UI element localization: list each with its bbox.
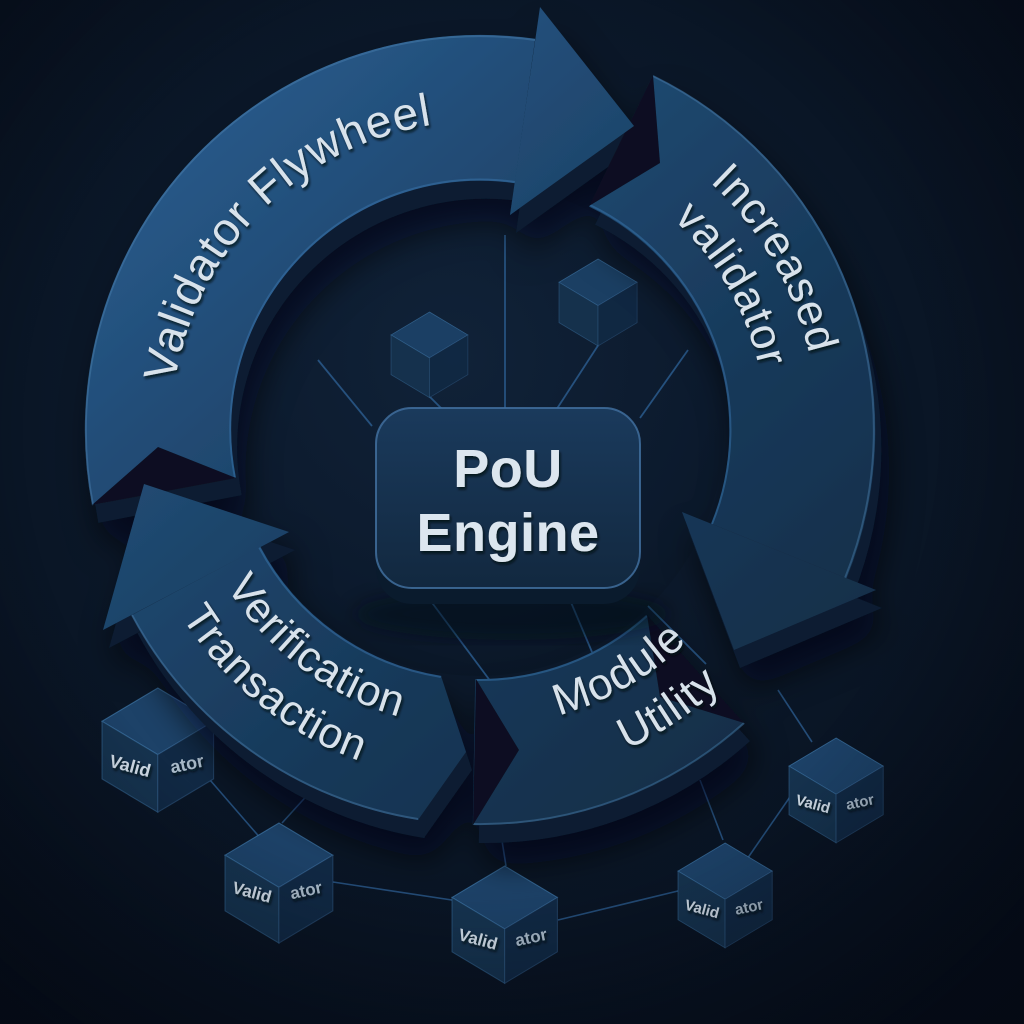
flywheel-diagram-canvas: Valid ator Valid ator Valid ator Valid a…	[0, 0, 1024, 1024]
flywheel-diagram: Valid ator Valid ator Valid ator Valid a…	[0, 0, 1024, 1024]
vignette-overlay	[0, 0, 1024, 1024]
